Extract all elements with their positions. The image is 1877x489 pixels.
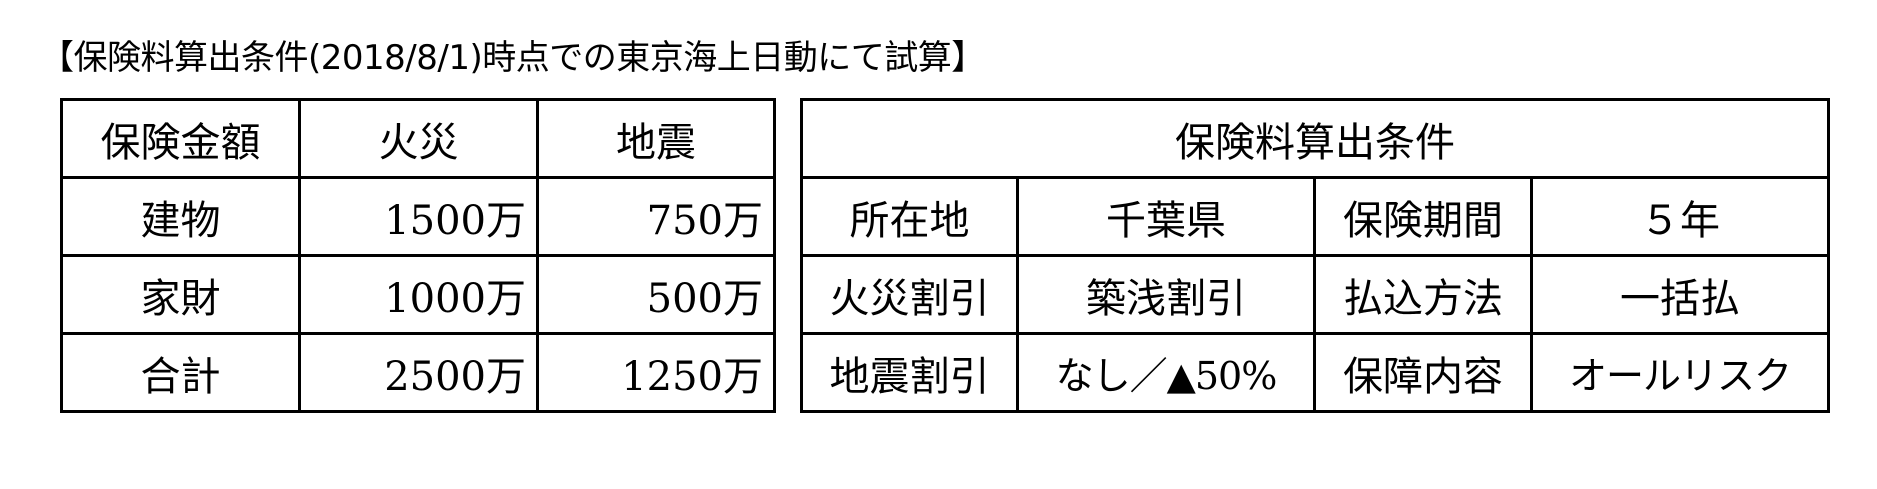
table-row: 建物 1500万 750万 (60, 176, 776, 257)
table-row: 家財 1000万 500万 (60, 254, 776, 335)
premium-condition-table: 保険料算出条件 所在地 千葉県 保険期間 ５年 火災割引 築浅割引 払込方法 一… (800, 98, 1830, 413)
header-fire: 火災 (298, 98, 539, 179)
location-label: 所在地 (800, 176, 1019, 257)
row-label-building: 建物 (60, 176, 301, 257)
condition-table-title: 保険料算出条件 (800, 98, 1830, 179)
row-label-contents: 家財 (60, 254, 301, 335)
total-earthquake-amount: 1250万 (536, 332, 776, 413)
payment-method-value: 一括払 (1530, 254, 1830, 335)
fire-discount-value: 築浅割引 (1016, 254, 1316, 335)
table-row: 地震割引 なし／▲50% 保障内容 オールリスク (800, 332, 1830, 413)
building-earthquake-amount: 750万 (536, 176, 776, 257)
table-row: 所在地 千葉県 保険期間 ５年 (800, 176, 1830, 257)
coverage-value: オールリスク (1530, 332, 1830, 413)
header-insured-amount: 保険金額 (60, 98, 301, 179)
page-heading: 【保険料算出条件(2018/8/1)時点での東京海上日動にて試算】 (40, 38, 985, 78)
earthquake-discount-value: なし／▲50% (1016, 332, 1316, 413)
contents-fire-amount: 1000万 (298, 254, 539, 335)
fire-discount-label: 火災割引 (800, 254, 1019, 335)
row-label-total: 合計 (60, 332, 301, 413)
insurance-amount-table: 保険金額 火災 地震 建物 1500万 750万 家財 1000万 500万 合… (60, 98, 776, 413)
building-fire-amount: 1500万 (298, 176, 539, 257)
header-earthquake: 地震 (536, 98, 776, 179)
insurance-period-label: 保険期間 (1313, 176, 1533, 257)
insurance-period-value: ５年 (1530, 176, 1830, 257)
table-row: 合計 2500万 1250万 (60, 332, 776, 413)
location-value: 千葉県 (1016, 176, 1316, 257)
earthquake-discount-label: 地震割引 (800, 332, 1019, 413)
table-header-row: 保険金額 火災 地震 (60, 98, 776, 179)
table-header-row: 保険料算出条件 (800, 98, 1830, 179)
payment-method-label: 払込方法 (1313, 254, 1533, 335)
coverage-label: 保障内容 (1313, 332, 1533, 413)
contents-earthquake-amount: 500万 (536, 254, 776, 335)
table-row: 火災割引 築浅割引 払込方法 一括払 (800, 254, 1830, 335)
total-fire-amount: 2500万 (298, 332, 539, 413)
